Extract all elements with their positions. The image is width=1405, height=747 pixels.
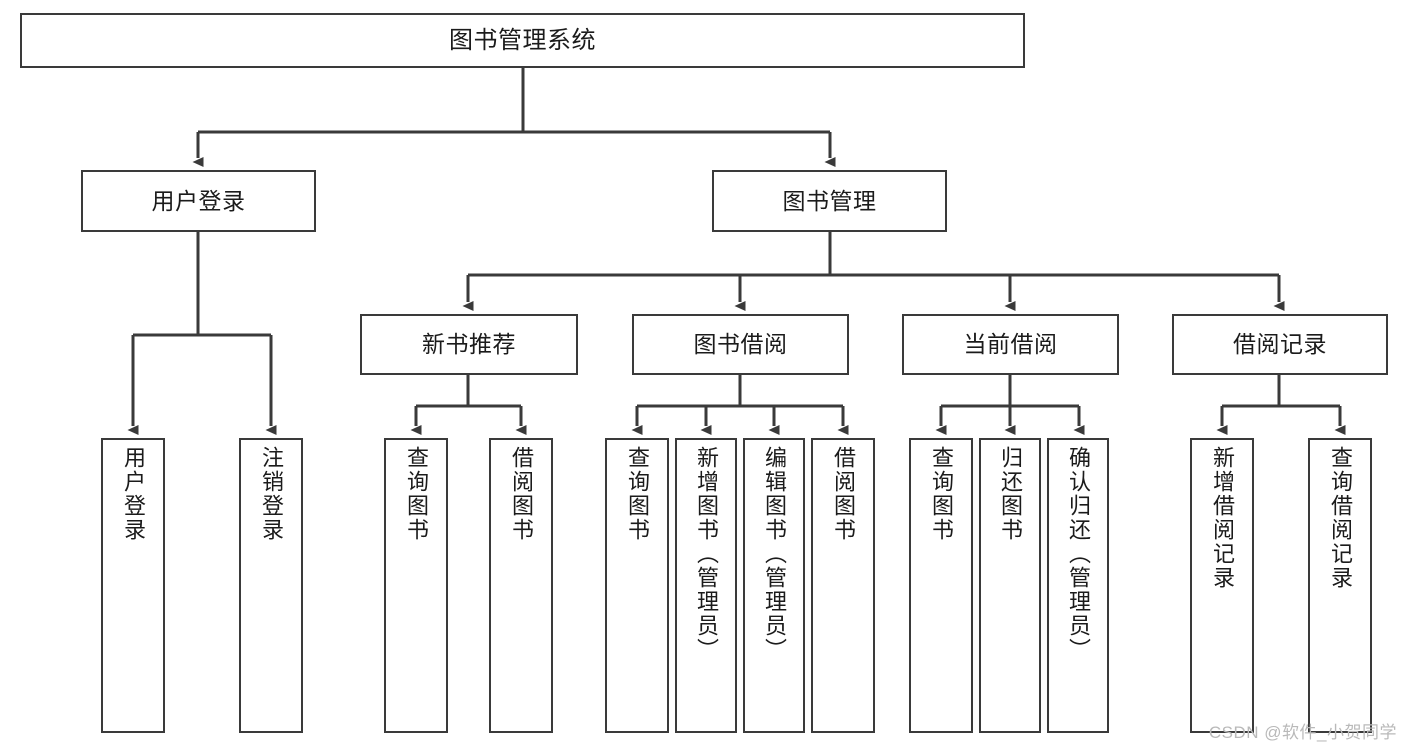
node-label: 归还图书 [998,446,1023,542]
node-borrow-record[interactable]: 借阅记录 [1172,314,1388,375]
leaf-return-book[interactable]: 归还图书 [979,438,1041,733]
node-label: 借阅图书 [509,446,534,542]
leaf-query-book-current[interactable]: 查询图书 [909,438,973,733]
node-label: 图书借阅 [693,331,788,358]
node-label: 查询图书 [404,446,429,542]
node-label: 借阅图书 [831,446,856,542]
node-label: 当前借阅 [963,331,1058,358]
node-book-borrow[interactable]: 图书借阅 [632,314,849,375]
node-label: 确认归还（管理员） [1066,446,1091,662]
leaf-edit-book-admin[interactable]: 编辑图书（管理员） [743,438,805,733]
node-label: 用户登录 [151,187,246,214]
node-label: 新增图书（管理员） [694,446,719,662]
leaf-user-login[interactable]: 用户登录 [101,438,165,733]
leaf-query-book-new[interactable]: 查询图书 [384,438,448,733]
node-label: 注销登录 [259,446,284,542]
node-label: 查询图书 [625,446,650,542]
leaf-query-book-borrow[interactable]: 查询图书 [605,438,669,733]
leaf-borrow-book-new[interactable]: 借阅图书 [489,438,553,733]
leaf-confirm-return-admin[interactable]: 确认归还（管理员） [1047,438,1109,733]
leaf-query-borrow-record[interactable]: 查询借阅记录 [1308,438,1372,733]
node-label: 新书推荐 [422,331,516,358]
node-label: 查询借阅记录 [1328,446,1353,590]
node-label: 用户登录 [121,446,146,542]
leaf-add-book-admin[interactable]: 新增图书（管理员） [675,438,737,733]
leaf-logout[interactable]: 注销登录 [239,438,303,733]
node-label: 新增借阅记录 [1210,446,1235,590]
node-label: 编辑图书（管理员） [762,446,787,662]
leaf-add-borrow-record[interactable]: 新增借阅记录 [1190,438,1254,733]
node-book-management[interactable]: 图书管理 [712,170,947,232]
watermark: CSDN @软件_小贺同学 [1208,723,1397,742]
node-label: 图书管理系统 [449,26,596,54]
node-root[interactable]: 图书管理系统 [20,13,1025,68]
node-user-login[interactable]: 用户登录 [81,170,316,232]
node-label: 借阅记录 [1233,331,1327,358]
node-current-borrow[interactable]: 当前借阅 [902,314,1119,375]
node-label: 查询图书 [929,446,954,542]
node-label: 图书管理 [782,187,877,214]
leaf-borrow-book[interactable]: 借阅图书 [811,438,875,733]
node-new-book-recommend[interactable]: 新书推荐 [360,314,578,375]
